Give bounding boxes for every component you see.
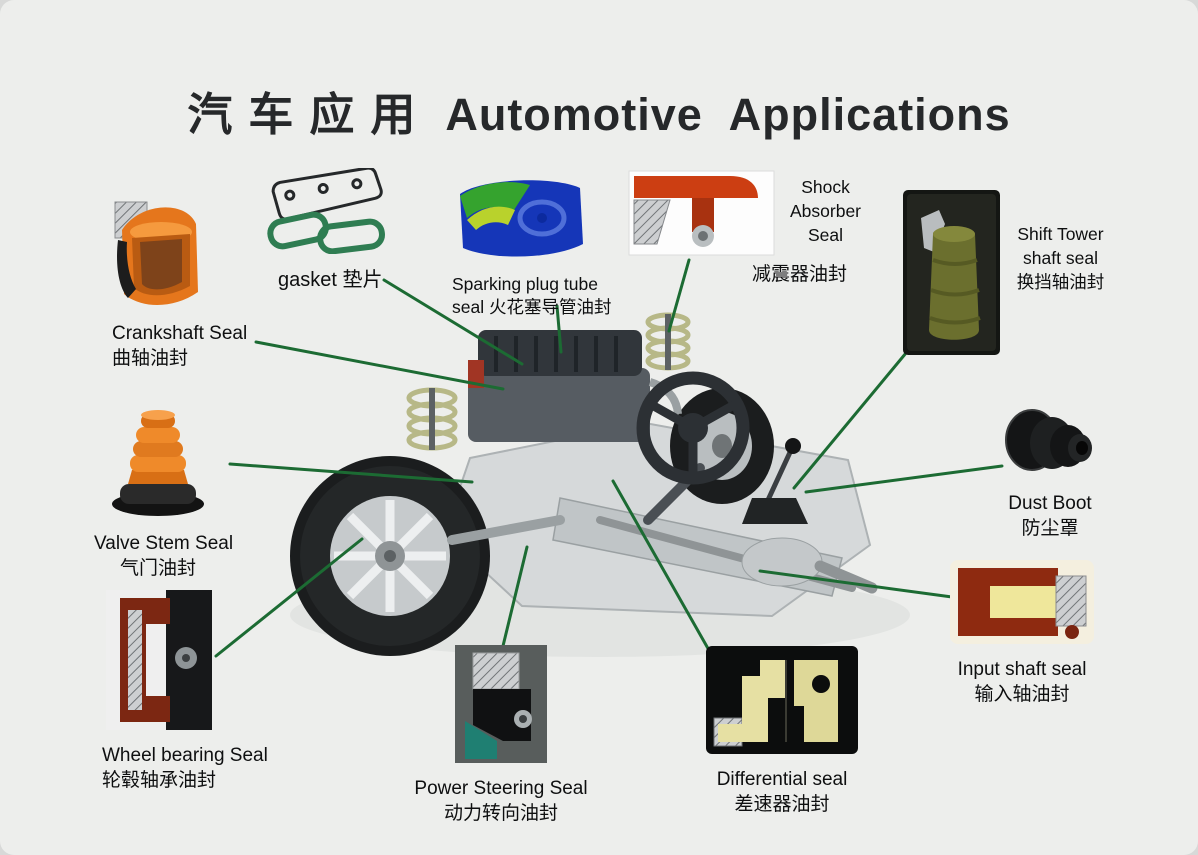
callout-shock-absorber-seal: Shock Absorber Seal 减震器油封 xyxy=(628,170,868,300)
callout-label-zh: 动力转向油封 xyxy=(443,803,558,825)
callout-shift-tower-shaft-seal: Shift Tower shaft seal 换挡轴油封 xyxy=(903,190,1123,360)
callout-label-en: Input shaft seal xyxy=(957,659,1087,680)
callout-label-zh: 减震器油封 xyxy=(752,264,848,285)
callout-differential-seal: Differential seal 差速器油封 xyxy=(706,646,858,818)
callout-label-en: Power Steering Seal xyxy=(414,778,588,799)
differential-seal-image xyxy=(706,646,858,754)
callout-label-en: Sparking plug tube xyxy=(452,274,598,294)
callout-label-en: Seal xyxy=(807,225,844,246)
power-steering-seal-image xyxy=(455,645,547,763)
callout-label-zh: 曲轴油封 xyxy=(112,348,189,370)
line-shock-absorber-seal xyxy=(667,258,691,333)
callout-label-zh: 差速器油封 xyxy=(734,794,830,816)
input-shaft-seal-image xyxy=(950,560,1094,644)
callout-label: Crankshaft Seal 曲轴油封 xyxy=(112,321,247,372)
crankshaft-seal-image xyxy=(114,201,198,305)
callout-label-zh: 防尘罩 xyxy=(1021,518,1079,540)
callout-label-en: Valve Stem Seal xyxy=(94,533,234,554)
callout-label: Shift Tower shaft seal 换挡轴油封 xyxy=(1003,222,1118,294)
callout-input-shaft-seal: Input shaft seal 输入轴油封 xyxy=(950,560,1094,708)
line-valve-stem-seal xyxy=(228,462,474,484)
shock-absorber-seal-image xyxy=(628,170,775,256)
callout-gasket: gasket 垫片 xyxy=(262,166,396,294)
callout-label-en: shaft seal xyxy=(1023,248,1098,269)
callout-label: Wheel bearing Seal 轮毂轴承油封 xyxy=(102,743,268,794)
callout-label: Valve Stem Seal 气门油封 xyxy=(94,531,233,582)
callout-label: Differential seal 差速器油封 xyxy=(706,767,858,818)
shift-tower-shaft-seal-image xyxy=(903,190,1000,355)
line-crankshaft-seal xyxy=(254,340,505,391)
callout-label-zh: 输入轴油封 xyxy=(974,684,1070,706)
callout-power-steering-seal: Power Steering Seal 动力转向油封 xyxy=(414,645,588,827)
callout-label-en: Dust Boot xyxy=(1008,493,1092,514)
callout-wheel-bearing-seal: Wheel bearing Seal 轮毂轴承油封 xyxy=(102,590,268,794)
callout-label-zh: 轮毂轴承油封 xyxy=(102,770,217,792)
line-sparking-plug-seal xyxy=(555,304,563,354)
wheel-bearing-seal-image xyxy=(106,590,212,730)
callout-crankshaft-seal: Crankshaft Seal 曲轴油封 xyxy=(112,196,247,372)
callout-sparking-plug-tube-seal: Sparking plug tube seal 火花塞导管油封 xyxy=(452,176,611,320)
page-title-zh: 汽车应用 xyxy=(187,89,432,141)
callout-label-zh: 气门油封 xyxy=(120,558,197,580)
callout-label: Power Steering Seal 动力转向油封 xyxy=(409,776,593,827)
callout-dust-boot: Dust Boot 防尘罩 xyxy=(1002,406,1098,542)
gasket-image xyxy=(267,166,385,255)
callout-label-en: Shift Tower xyxy=(1017,224,1104,244)
line-differential-seal xyxy=(611,479,712,654)
line-power-steering-seal xyxy=(501,545,529,648)
callout-label-zh: 火花塞导管油封 xyxy=(488,297,612,318)
callout-label-en: gasket xyxy=(278,269,337,291)
callout-label-en: Wheel bearing Seal xyxy=(102,745,268,766)
callout-lines xyxy=(214,258,1004,658)
callout-label: Sparking plug tube seal 火花塞导管油封 xyxy=(452,273,611,320)
page-title-en: Automotive Applications xyxy=(445,89,1011,141)
line-shift-tower-seal xyxy=(792,351,908,490)
callout-label: Shock Absorber Seal xyxy=(790,175,861,247)
callout-valve-stem-seal: Valve Stem Seal 气门油封 xyxy=(94,400,233,582)
sparking-plug-tube-seal-image xyxy=(460,180,583,257)
callout-label: gasket 垫片 xyxy=(262,267,396,294)
callout-label-zh: 垫片 xyxy=(342,269,383,291)
callout-label: Input shaft seal 输入轴油封 xyxy=(950,657,1094,708)
callout-label-en: seal xyxy=(452,297,485,318)
valve-stem-seal-image xyxy=(112,410,204,516)
callout-label: Dust Boot 防尘罩 xyxy=(1002,491,1098,542)
line-gasket xyxy=(382,278,524,366)
line-wheel-bearing-seal xyxy=(214,537,364,658)
line-input-shaft-seal xyxy=(758,569,954,599)
callout-label-en: Absorber xyxy=(790,201,862,222)
dust-boot-image xyxy=(1005,409,1092,471)
line-dust-boot xyxy=(804,464,1004,494)
callout-label-zh: 换挡轴油封 xyxy=(1016,272,1105,293)
callout-label-en: Shock xyxy=(801,177,850,197)
callout-label-en: Crankshaft Seal xyxy=(112,323,248,344)
callout-label-en: Differential seal xyxy=(716,769,848,790)
